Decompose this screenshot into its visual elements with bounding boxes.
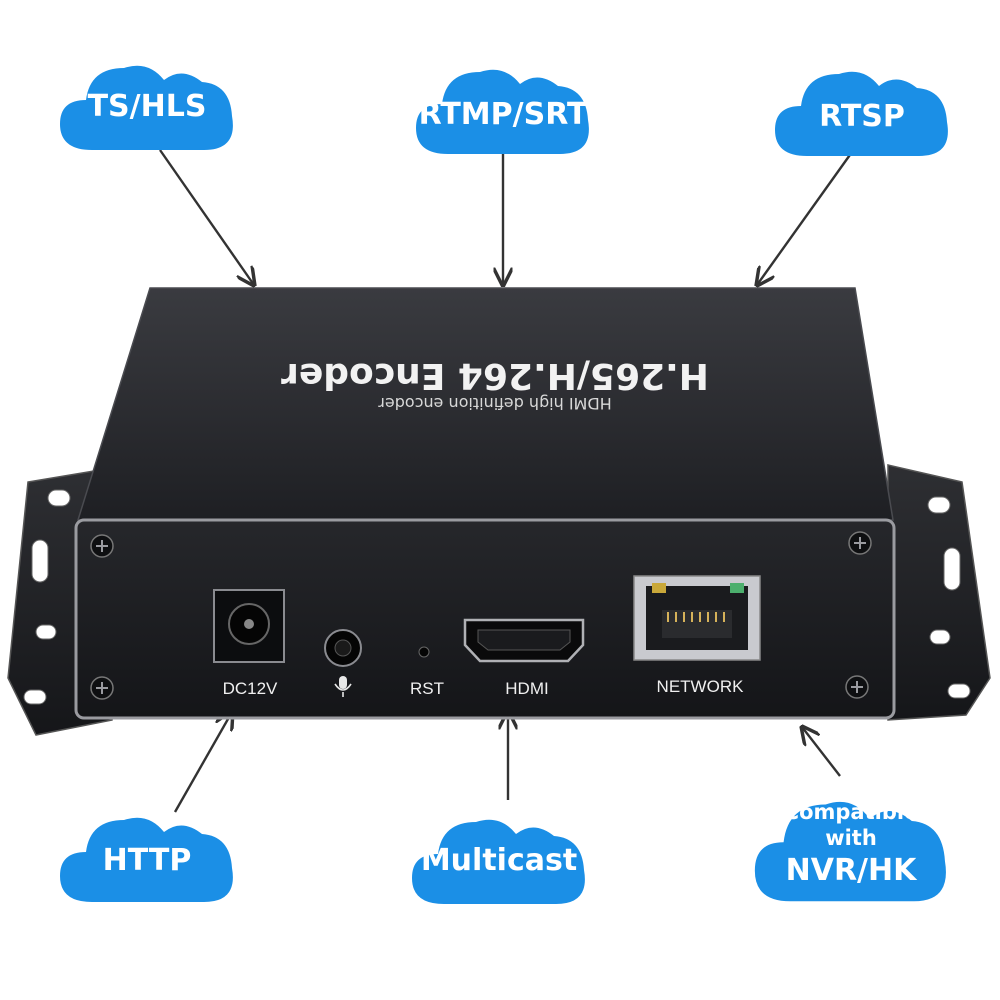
cloud-icon [60,817,233,902]
label-dc12v: DC12V [223,679,278,698]
cloud-rtmp-srt: RTMP/SRT [408,58,598,158]
cloud-label: RTMP/SRT [418,97,588,132]
label-hdmi: HDMI [505,679,548,698]
cloud-rtsp: RTSP [767,60,957,160]
cloud-label: HTTP [102,843,192,878]
reset-pinhole [418,646,430,658]
cloud-icon [775,71,948,156]
cloud-label: Compatible [783,800,919,824]
arrow-ts-hls [159,149,254,285]
cloud-ts-hls: TS/HLS [52,54,242,154]
cloud-icon [412,819,585,904]
device-subtitle: HDMI high definition encoder [378,394,612,413]
hdmi-port [463,618,585,663]
cloud-http: HTTP [52,806,242,906]
network-rj45-port [633,575,761,661]
label-rst: RST [410,679,444,698]
arrow-rtsp [757,151,853,285]
cloud-icon [416,69,589,154]
cloud-label: RTSP [819,99,905,134]
cloud-multicast: Multicast [404,808,594,908]
microphone-icon [334,676,352,697]
cloud-label: with [825,826,877,850]
label-network: NETWORK [657,677,745,696]
right-mounting-bracket [887,464,991,721]
connector-arrows [159,149,853,813]
arrow-http [173,712,232,813]
cloud-compatible-nvr: Compatible with NVR/HK [746,788,956,906]
cloud-label: Multicast [420,843,578,878]
cloud-icon [60,65,233,150]
cloud-icon [754,801,946,902]
device-top-label: H.265/H.264 Encoder HDMI high definition… [281,355,709,413]
device-top-face [76,287,894,521]
cloud-label: TS/HLS [87,89,207,124]
arrow-compatible [802,727,841,777]
cloud-label: NVR/HK [785,853,917,888]
microphone-jack [324,629,362,667]
dc-power-jack [213,589,285,663]
device-title: H.265/H.264 Encoder [281,355,709,396]
